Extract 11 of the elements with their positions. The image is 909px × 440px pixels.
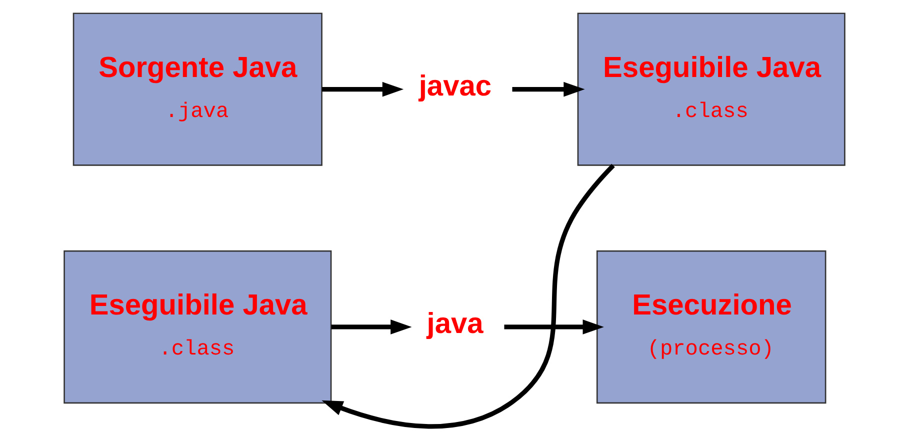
arrow [504, 320, 604, 334]
arrow [322, 82, 404, 97]
node-box: Eseguibile Java .class [577, 12, 846, 166]
node-text: javac [418, 70, 492, 102]
node-box: Eseguibile Java .class [64, 250, 332, 404]
node-text: java [426, 308, 484, 340]
node-box: Sorgente Java .java [72, 12, 322, 166]
arrow [322, 164, 615, 429]
arrow [331, 320, 412, 334]
node-box: Esecuzione (processo) [596, 250, 826, 404]
arrow [512, 82, 585, 97]
